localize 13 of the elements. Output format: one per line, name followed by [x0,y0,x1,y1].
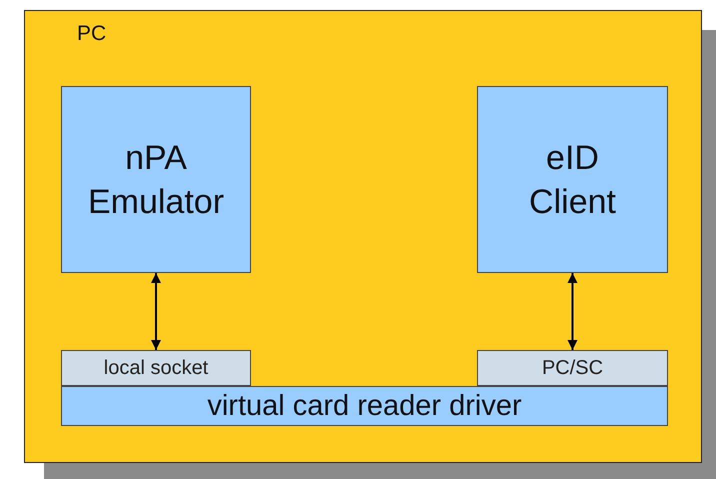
box-label: virtual card reader driver [207,392,522,420]
box-label: nPA Emulator [86,138,226,222]
double-arrow [151,273,161,350]
driver-bar [61,386,668,426]
box-label: local socket [104,358,208,378]
box-label: eID Client [528,138,617,222]
box-label: PC/SC [542,358,604,378]
double-arrow [568,273,578,350]
interface-box [477,350,668,386]
interface-box [61,350,251,386]
container-label: PC [77,23,106,44]
component-box [61,86,251,273]
component-box [477,86,668,273]
